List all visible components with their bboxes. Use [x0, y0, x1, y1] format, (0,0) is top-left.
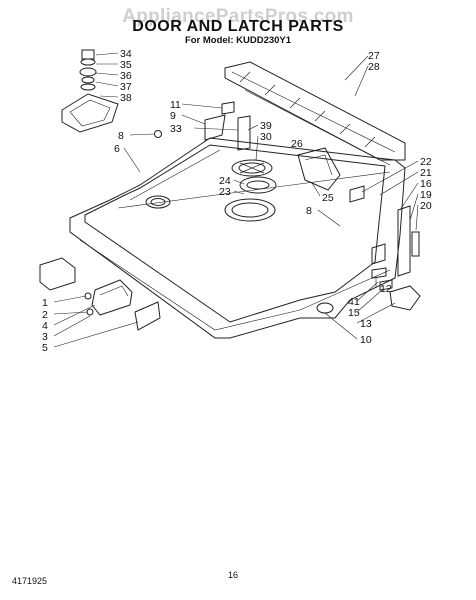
door-foot: [316, 302, 334, 314]
callout-21: 21: [420, 167, 432, 179]
callout-16: 16: [420, 178, 432, 190]
callout-33: 33: [170, 123, 182, 135]
callout-26: 26: [291, 138, 303, 150]
diagram-title: DOOR AND LATCH PARTS: [132, 18, 344, 35]
callout-8: 8: [306, 205, 312, 217]
diagram-subtitle: For Model: KUDD230Y1: [184, 35, 292, 46]
callout-20: 20: [420, 200, 432, 212]
callout-4: 4: [42, 320, 48, 332]
latch-mechanism: [297, 147, 341, 191]
wash-arm-ring: [231, 159, 273, 177]
callout-3: 3: [42, 331, 48, 343]
callout-27: 27: [368, 50, 380, 62]
callout-30: 30: [260, 131, 272, 143]
vent-strip: [224, 61, 406, 161]
detergent-cup-opening: [224, 198, 276, 222]
hinge-bracket-left: [39, 257, 76, 291]
callout-6: 6: [114, 143, 120, 155]
callout-35: 35: [120, 59, 132, 71]
callout-2: 2: [42, 309, 48, 321]
callout-9: 9: [170, 110, 176, 122]
callout-39: 39: [260, 120, 272, 132]
document-number: 4171925: [12, 576, 48, 586]
callout-23: 23: [219, 186, 231, 198]
callout-8: 8: [118, 130, 124, 142]
callout-numbers: 3435363738119338393026627282221161920242…: [42, 48, 432, 354]
callout-10: 10: [360, 334, 372, 346]
callout-28: 28: [368, 61, 380, 73]
callout-15: 15: [348, 307, 360, 319]
callout-34: 34: [120, 48, 132, 60]
callout-41: 41: [348, 296, 360, 308]
callout-37: 37: [120, 81, 132, 93]
callout-36: 36: [120, 70, 132, 82]
latch-bracket: [221, 101, 235, 115]
latch-cap: [81, 49, 95, 60]
page-number: 16: [228, 570, 239, 580]
callout-5: 5: [42, 342, 48, 354]
callout-24: 24: [219, 175, 231, 187]
watermark-text: AppliancePartsPros.com: [122, 6, 354, 27]
callout-38: 38: [120, 92, 132, 104]
callout-25: 25: [322, 192, 334, 204]
callout-19: 19: [420, 189, 432, 201]
door-panel-outer: [69, 137, 406, 339]
callout-11: 11: [170, 99, 181, 111]
rinse-aid-opening: [145, 195, 171, 209]
callout-13: 13: [360, 318, 372, 330]
callout-12: 12: [380, 283, 392, 295]
side-bracket: [349, 185, 365, 203]
callout-22: 22: [420, 156, 432, 168]
door-panel-inner: [84, 144, 386, 323]
hinge-assembly: [91, 279, 133, 316]
latch-housing: [61, 93, 119, 133]
callout-1: 1: [42, 297, 48, 309]
hinge-plate: [389, 285, 421, 311]
